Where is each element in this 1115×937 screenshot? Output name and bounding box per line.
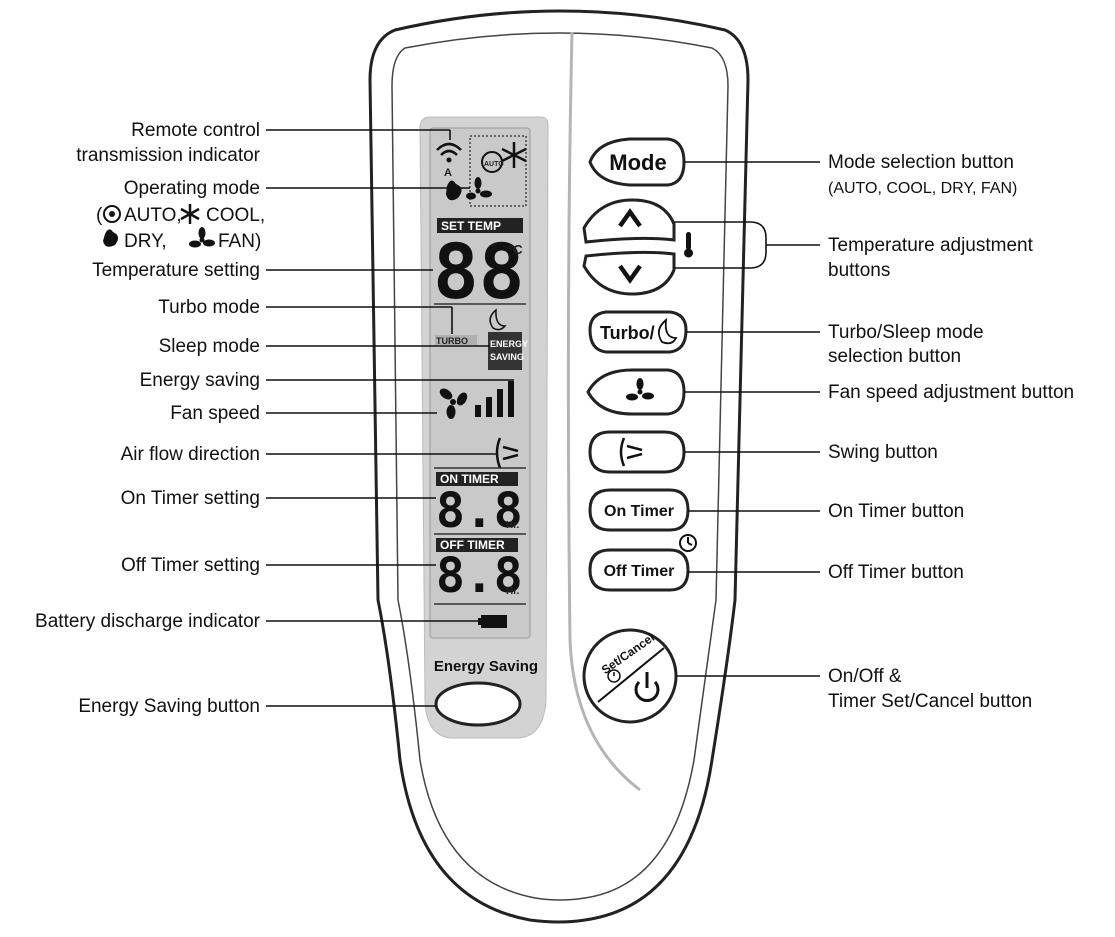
label-modes-cool: COOL, [206,205,265,226]
power-set-cancel-button[interactable]: Set/Cancel [582,628,678,724]
label-mode-list: (AUTO, COOL, DRY, FAN) [828,180,1017,197]
fan-mode-icon [466,177,492,200]
left-labels: Remote control transmission indicator Op… [35,120,265,717]
lcd-content: A AUTO SET TEMP 88 °C TURBO [433,135,528,628]
down-arrow-icon [618,264,642,284]
lcd-off-timer: OFF TIMER [440,538,505,552]
lcd-turbo: TURBO [436,336,468,346]
label-off-timer-button: Off Timer button [828,562,964,583]
lcd-sleep-icon [489,308,507,331]
sleep-moon-icon [657,317,678,345]
label-sleep-mode: Sleep mode [159,336,260,357]
swing-icon [619,437,643,467]
auto-mode-icon: AUTO [481,151,504,173]
lcd-on-timer-digits: 8.8 [436,483,523,539]
lcd-off-timer-digits: 8.8 [436,548,523,604]
label-fan-speed: Fan speed [170,403,260,424]
lcd-airflow-icon [495,437,519,469]
right-labels: Mode selection button (AUTO, COOL, DRY, … [828,152,1074,712]
lcd-off-hr: Hr. [506,586,520,597]
label-turbo-mode: Turbo mode [158,297,260,318]
label-on-timer-button: On Timer button [828,501,964,522]
lcd-set-temp: SET TEMP [441,219,501,233]
turbo-button-label: Turbo/ [600,323,655,343]
off-timer-button-label: Off Timer [604,563,675,580]
label-temp-adjust-1: Temperature adjustment [828,235,1034,256]
label-modes-fan: FAN) [218,231,261,252]
energy-saving-caption: Energy Saving [434,658,538,675]
on-timer-button-label: On Timer [604,503,674,520]
auto-legend-icon [103,205,121,223]
mode-button[interactable]: Mode [588,137,686,187]
label-swing-button: Swing button [828,442,938,463]
label-turbo-sleep-1: Turbo/Sleep mode [828,322,984,343]
up-arrow-icon [618,208,642,228]
label-onoff-2: Timer Set/Cancel button [828,691,1032,712]
thermometer-icon [684,232,693,258]
label-energy-saving-button: Energy Saving button [78,696,260,717]
cool-mode-icon [501,142,527,168]
off-timer-button[interactable]: Off Timer [588,548,690,592]
label-air-flow: Air flow direction [121,444,260,465]
label-temp-adjust-2: buttons [828,260,890,281]
label-turbo-sleep-2: selection button [828,346,961,367]
label-on-timer-setting: On Timer setting [121,488,260,509]
label-transmission-2: transmission indicator [76,145,260,166]
transmission-icon: A [436,142,462,179]
lcd-battery-icon [478,615,507,628]
temp-down-button[interactable] [582,250,676,296]
lcd-celsius: °C [508,242,523,257]
lcd-temp-digits: 88 [433,227,525,316]
label-fan-speed-button: Fan speed adjustment button [828,382,1074,403]
small-clock-icon [607,669,621,683]
swing-button[interactable] [588,430,686,474]
energy-saving-button[interactable] [434,681,522,727]
label-battery: Battery discharge indicator [35,611,261,632]
label-temperature-setting: Temperature setting [92,260,260,281]
lcd-fan-bars [475,381,514,417]
label-modes-auto: AUTO, [124,205,182,226]
lcd-energy-1: ENERGY [490,339,528,349]
label-operating-mode: Operating mode [124,178,260,199]
turbo-sleep-button[interactable]: Turbo/ [588,310,688,354]
svg-text:A: A [444,167,452,179]
lcd-screen [429,127,531,639]
dry-mode-icon [446,180,462,201]
on-timer-button[interactable]: On Timer [588,488,690,532]
fan-legend-icon [189,227,215,248]
left-leader-lines [266,129,514,707]
label-energy-saving: Energy saving [140,370,260,391]
lcd-fan-icon [439,388,468,419]
power-icon [634,672,660,702]
temp-up-button[interactable] [582,198,676,244]
mode-button-label: Mode [609,150,666,175]
lcd-on-hr: Hr. [506,520,520,531]
fan-speed-button[interactable] [586,368,686,416]
lcd-on-timer: ON TIMER [440,472,499,486]
lcd-energy-2: SAVING [490,352,524,362]
remote-body [368,9,750,924]
label-off-timer-setting: Off Timer setting [121,555,260,576]
dry-legend-icon [103,229,119,247]
clock-icon [679,534,697,552]
cool-legend-icon [180,204,200,224]
right-leader-lines [674,161,820,677]
label-modes-dry: DRY, [124,231,167,252]
fan-icon [626,378,654,401]
label-modes-open: ( [96,205,103,226]
label-transmission-1: Remote control [131,120,260,141]
label-onoff-1: On/Off & [828,666,902,687]
lcd-auto-text: AUTO [484,161,504,168]
label-mode-selection: Mode selection button [828,152,1014,173]
